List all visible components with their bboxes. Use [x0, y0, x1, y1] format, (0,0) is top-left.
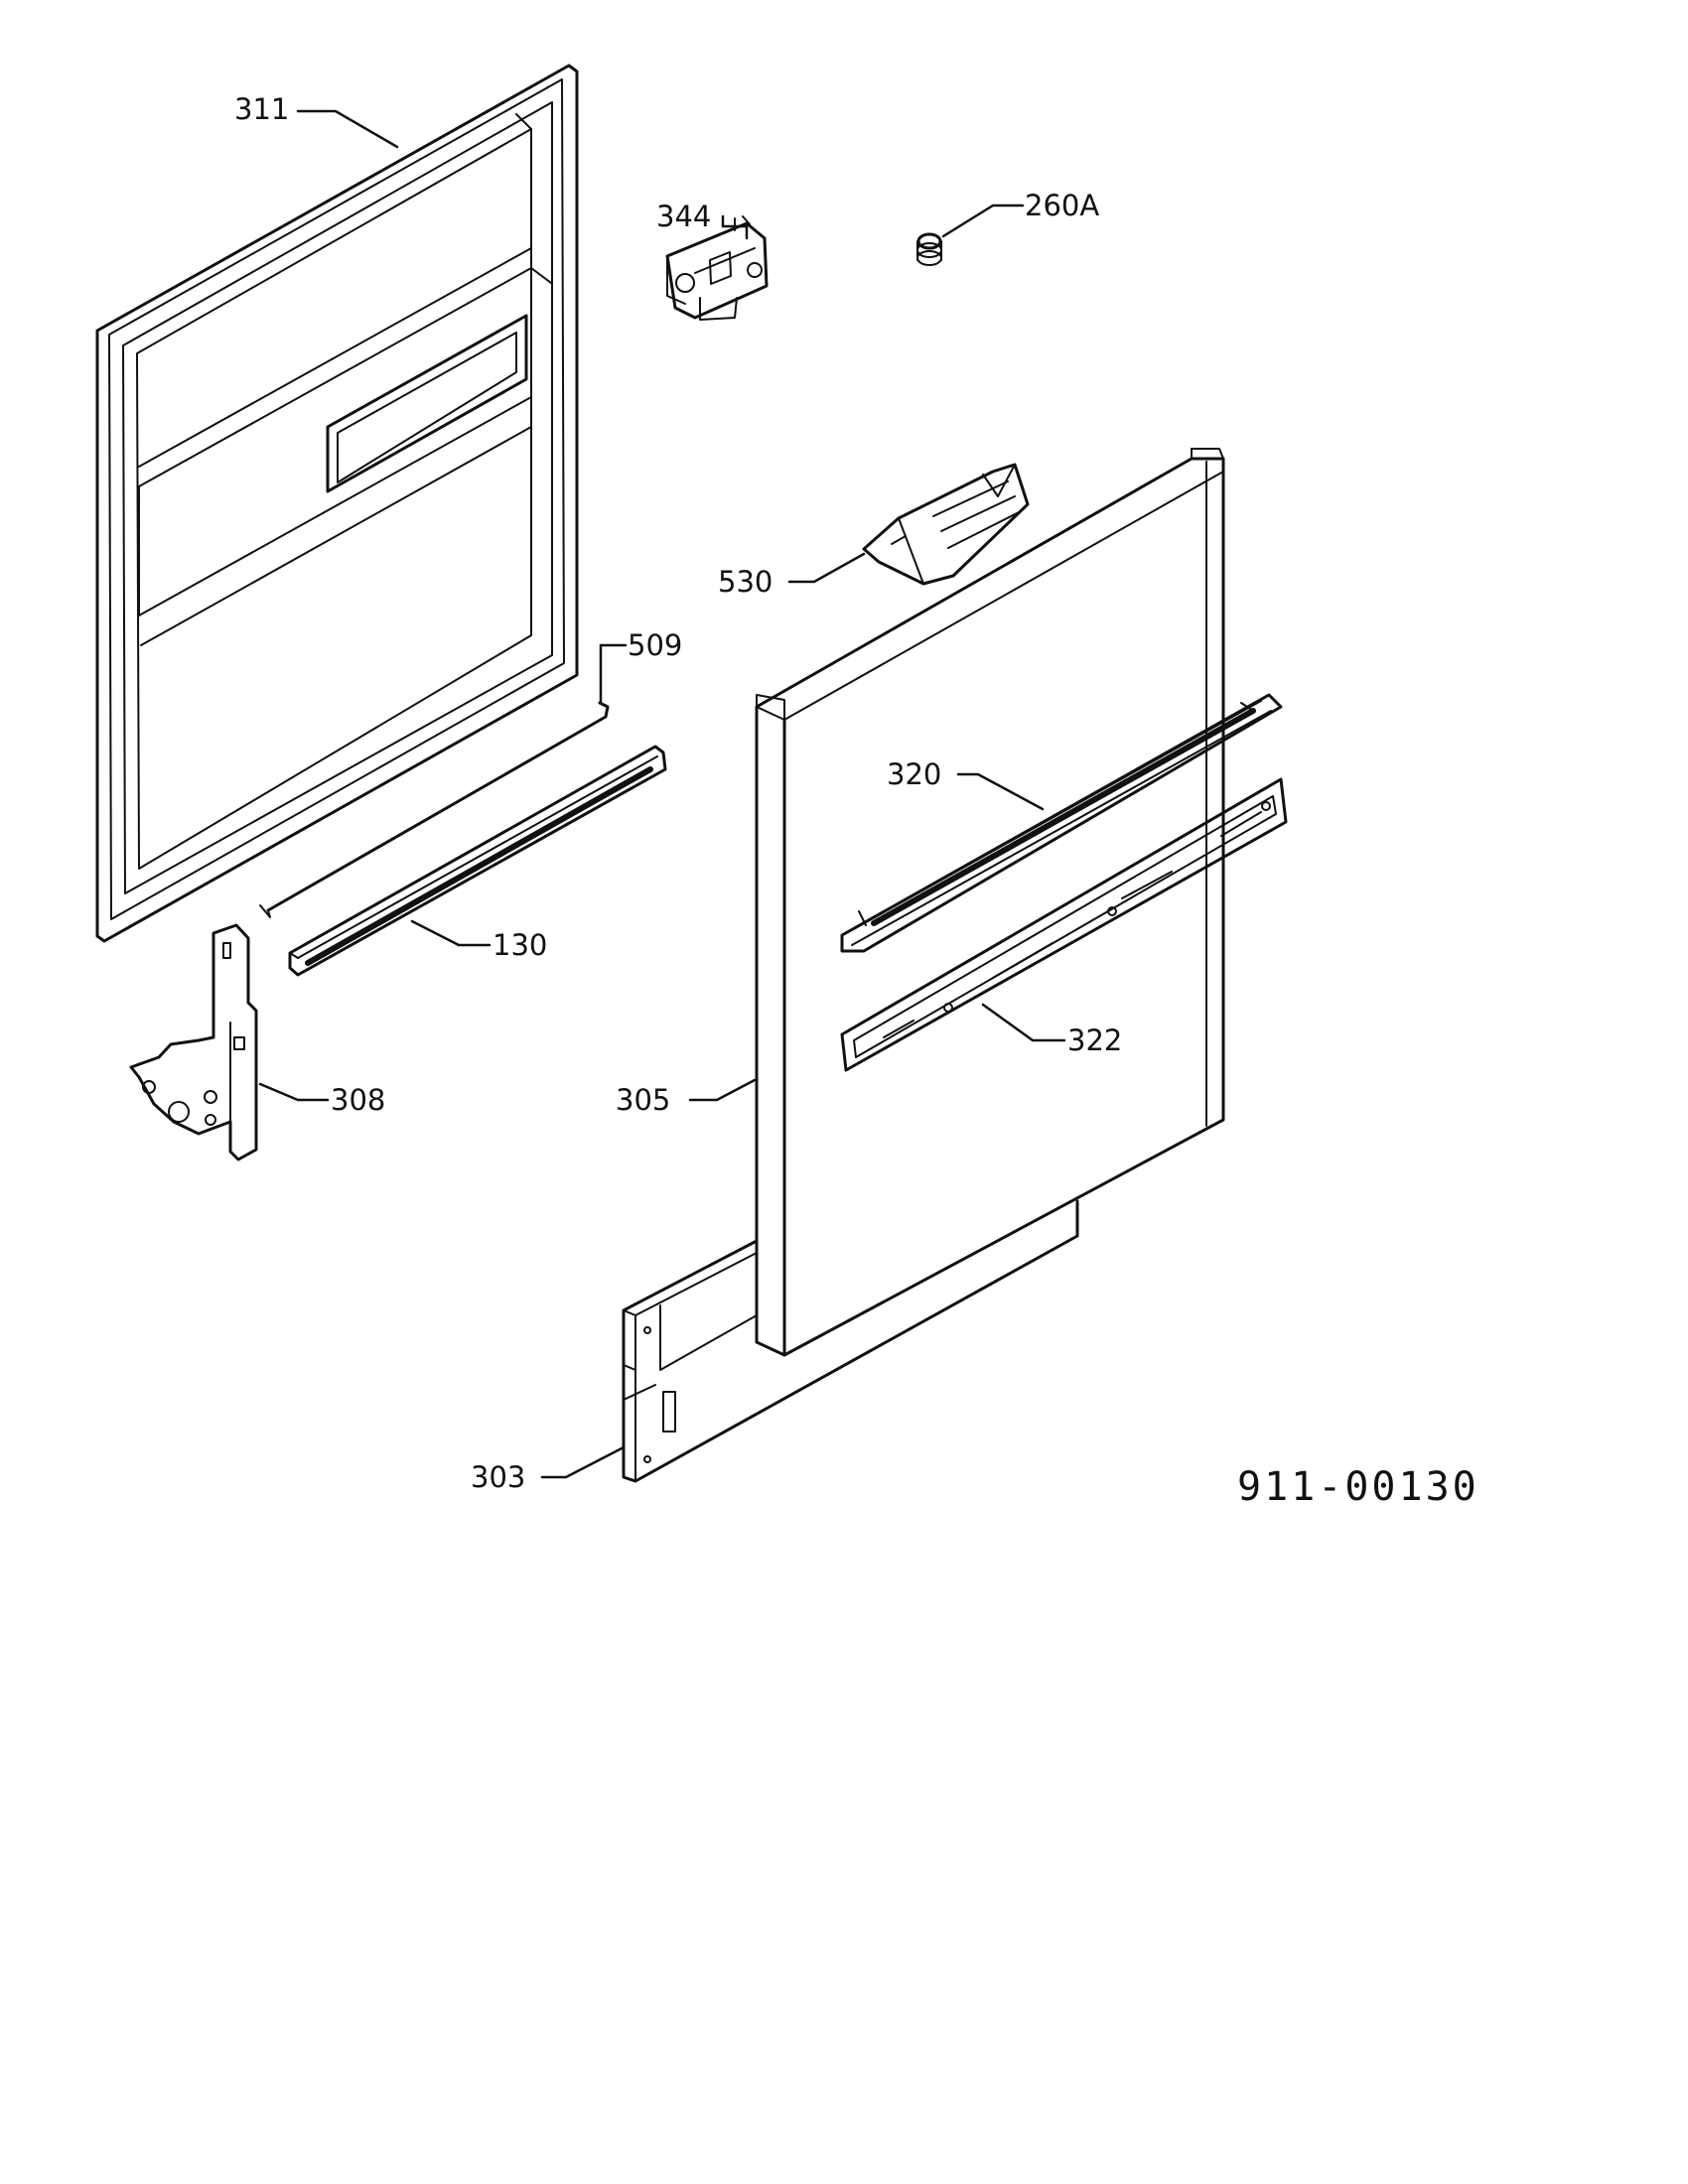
leader-322	[981, 1003, 1066, 1042]
wire-rod-509	[259, 701, 610, 918]
callout-308: 308	[331, 1083, 386, 1117]
leader-lines	[258, 109, 1066, 1479]
leader-130	[410, 919, 492, 947]
leader-308	[258, 1082, 330, 1102]
callout-344: 344	[656, 200, 712, 233]
leader-344	[721, 214, 749, 240]
inner-door-liner-311	[95, 64, 579, 943]
leader-303	[540, 1445, 626, 1479]
hinge-308	[129, 923, 258, 1161]
leader-509	[599, 643, 628, 705]
door-latch-344	[665, 215, 769, 321]
door-handle-530	[862, 463, 1030, 586]
upper-rail-320	[840, 693, 1283, 953]
callout-322: 322	[1067, 1024, 1123, 1057]
callout-305: 305	[616, 1083, 671, 1117]
callout-311: 311	[234, 92, 290, 126]
gasket-strip-130	[288, 745, 667, 977]
leader-320	[956, 772, 1045, 811]
callout-303: 303	[471, 1460, 526, 1494]
callout-130: 130	[492, 928, 548, 962]
callout-320: 320	[887, 757, 942, 791]
spring-260a	[916, 232, 942, 266]
callout-530: 530	[718, 565, 774, 599]
leader-305	[688, 1078, 757, 1102]
lower-rail-322	[840, 777, 1288, 1072]
leader-530	[787, 552, 866, 584]
drawing-number: 911-00130	[1237, 1464, 1479, 1510]
lower-skirt-panel-303	[622, 1199, 1079, 1483]
callout-260a: 260A	[1025, 189, 1100, 222]
outer-door-panel-305	[755, 448, 1225, 1357]
leader-311	[296, 109, 399, 149]
leader-260a	[941, 204, 1025, 238]
callout-509: 509	[628, 628, 683, 662]
